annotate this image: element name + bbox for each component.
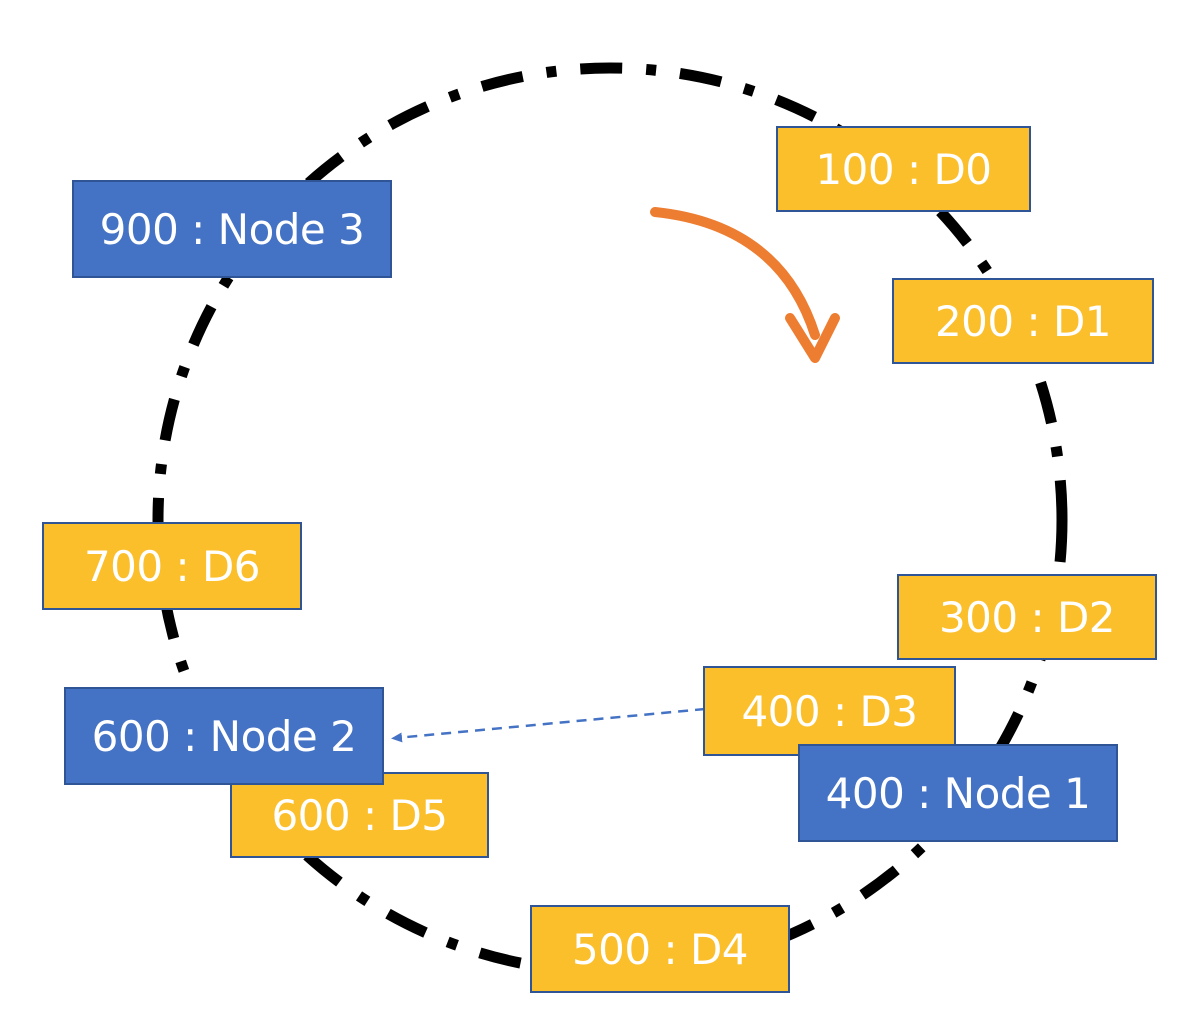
data-box-d4: 500 : D4 [530,905,790,993]
d3-to-node-2-arrow [391,707,706,743]
data-box-d6: 700 : D6 [42,522,302,610]
node-box-2: 600 : Node 2 [64,687,384,785]
clockwise-direction-arrowhead [785,313,840,363]
data-box-d1: 200 : D1 [892,278,1154,364]
data-box-d5: 600 : D5 [230,772,489,858]
data-box-d3: 400 : D3 [703,666,956,756]
data-box-d0: 100 : D0 [776,126,1031,212]
node-box-1: 400 : Node 1 [798,744,1118,842]
node-box-3: 900 : Node 3 [72,180,392,278]
data-box-d2: 300 : D2 [897,574,1157,660]
clockwise-direction-arrow [650,207,820,340]
